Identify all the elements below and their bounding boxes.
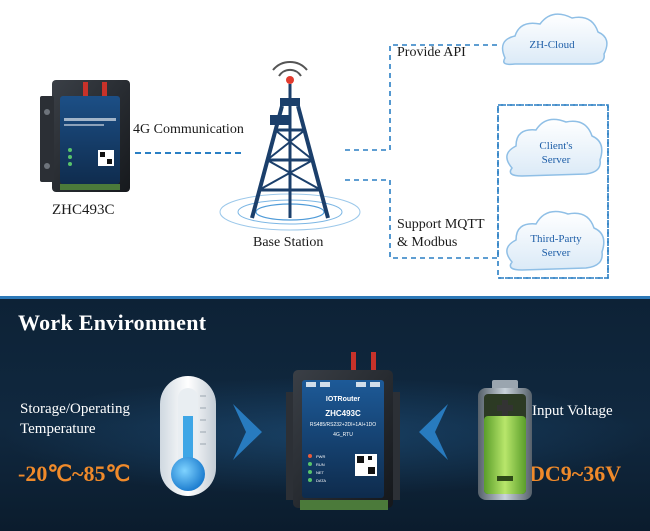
voltage-value: DC9~36V bbox=[529, 461, 622, 486]
chevron-left-icon bbox=[419, 404, 448, 460]
environment-graphics: IOTRouter ZHC493C RS485/RS232+2DI+1AI+1D… bbox=[160, 352, 532, 510]
network-graphics: ZH-Cloud Client's Server Third-Party Ser… bbox=[40, 13, 609, 279]
router-brand: IOTRouter bbox=[326, 396, 360, 403]
voltage-label: Input Voltage bbox=[532, 403, 613, 419]
led-label-1: RUN bbox=[316, 462, 325, 467]
led-label-2: NET bbox=[316, 470, 325, 475]
router-device-image-large: IOTRouter ZHC493C RS485/RS232+2DI+1AI+1D… bbox=[286, 352, 400, 510]
client-server-cloud: Client's Server bbox=[506, 118, 603, 177]
zh-cloud: ZH-Cloud bbox=[501, 13, 608, 66]
api-label: Provide API bbox=[397, 45, 466, 60]
network-diagram: ZH-Cloud Client's Server Third-Party Ser… bbox=[40, 13, 609, 279]
temp-value: -20℃~85℃ bbox=[18, 461, 131, 486]
client-server-line1: Client's bbox=[539, 140, 572, 152]
device-label: ZHC493C bbox=[52, 202, 115, 218]
thermometer-icon bbox=[160, 376, 216, 496]
third-party-line1: Third-Party bbox=[530, 233, 582, 245]
temp-label-line1: Storage/Operating bbox=[20, 401, 130, 417]
battery-icon bbox=[478, 380, 532, 500]
section-title: Work Environment bbox=[18, 310, 207, 335]
mqtt-label-line1: Support MQTT bbox=[397, 217, 485, 232]
third-party-line2: Server bbox=[542, 247, 571, 259]
mqtt-label-line2: & Modbus bbox=[397, 235, 458, 250]
router-net: 4G_RTU bbox=[333, 432, 353, 438]
router-spec: RS485/RS232+2DI+1AI+1DO bbox=[310, 422, 376, 428]
temp-label-line2: Temperature bbox=[20, 421, 96, 437]
led-label-0: PWR bbox=[316, 454, 325, 459]
router-device-image bbox=[40, 80, 130, 192]
router-model: ZHC493C bbox=[325, 409, 361, 418]
work-environment-section: Work Environment Storage/Operating Tempe… bbox=[0, 296, 650, 531]
third-party-server-cloud: Third-Party Server bbox=[506, 210, 605, 271]
zh-cloud-label: ZH-Cloud bbox=[529, 39, 575, 51]
link-label: 4G Communication bbox=[133, 122, 244, 137]
server-group-box bbox=[497, 104, 609, 279]
base-station-tower bbox=[219, 60, 361, 231]
client-server-line2: Server bbox=[542, 154, 571, 166]
led-label-3: DATA bbox=[316, 478, 326, 483]
chevron-right-icon bbox=[233, 404, 262, 460]
station-label: Base Station bbox=[253, 235, 324, 250]
